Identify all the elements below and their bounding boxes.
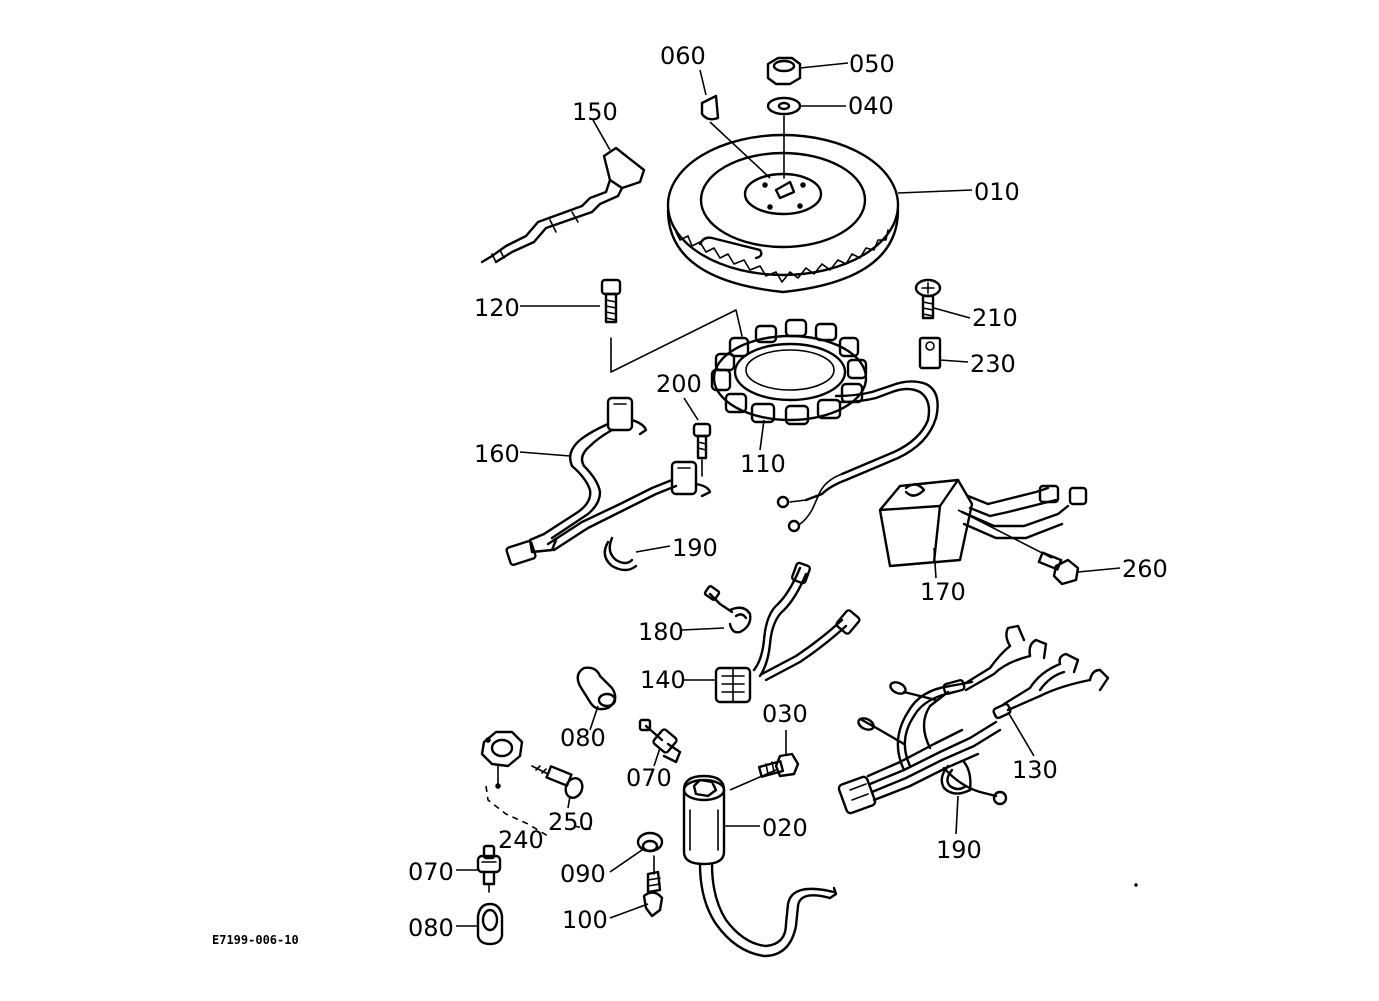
part-080-boot-upper: [576, 666, 617, 731]
part-090-ring: [609, 831, 664, 873]
label-070-lower: 070: [408, 858, 454, 886]
label-080-upper: 080: [560, 724, 606, 752]
dot-mark: [1134, 883, 1138, 887]
part-070-plug-lower: [456, 844, 502, 893]
label-040: 040: [848, 92, 894, 120]
label-080-lower: 080: [408, 914, 454, 942]
part-030-bolt: [729, 730, 800, 791]
part-110-stator: [710, 318, 939, 533]
part-250-bolt: [531, 765, 584, 809]
label-260: 260: [1122, 555, 1168, 583]
label-190-upper: 190: [672, 534, 718, 562]
label-150: 150: [572, 98, 618, 126]
label-180: 180: [638, 618, 684, 646]
label-050: 050: [849, 50, 895, 78]
label-110: 110: [740, 450, 786, 478]
label-010: 010: [974, 178, 1020, 206]
part-160-pulser-coil: [505, 396, 712, 566]
part-240-switch: [480, 730, 595, 837]
part-020-ignition-coil: [682, 774, 838, 958]
part-060-key: [699, 69, 771, 179]
label-210: 210: [972, 304, 1018, 332]
part-070-plug-upper: [638, 718, 682, 767]
label-120: 120: [474, 294, 520, 322]
part-010-flywheel: [666, 115, 973, 294]
label-250: 250: [548, 808, 594, 836]
label-230: 230: [970, 350, 1016, 378]
part-120-bolt: [520, 278, 743, 373]
label-090: 090: [560, 860, 606, 888]
part-080-boot-lower: [456, 902, 504, 946]
callout-labels: 060 050 040 150 010 120 210 230 200 160 …: [212, 42, 1168, 947]
part-130-main-harness: [837, 624, 1110, 815]
label-100: 100: [562, 906, 608, 934]
part-180-140-harness: [681, 561, 861, 704]
part-230-plate: [918, 336, 969, 370]
part-190-clamp-upper: [603, 536, 671, 572]
label-170: 170: [920, 578, 966, 606]
part-260-bolt: [1037, 551, 1121, 586]
label-030: 030: [762, 700, 808, 728]
label-060: 060: [660, 42, 706, 70]
label-130: 130: [1012, 756, 1058, 784]
part-040-washer: [766, 96, 846, 116]
label-200: 200: [656, 370, 702, 398]
label-240: 240: [498, 826, 544, 854]
label-160: 160: [474, 440, 520, 468]
part-170-regulator: [878, 478, 1088, 579]
part-210-screw: [914, 278, 971, 320]
part-100-terminal: [609, 855, 664, 919]
part-200-screw: [683, 397, 712, 477]
part-190-clamp-lower: [940, 760, 972, 835]
label-140: 140: [640, 666, 686, 694]
part-050-nut: [766, 56, 849, 86]
part-150-plug-cap: [480, 119, 646, 264]
figure-code: E7199-006-10: [212, 933, 299, 947]
label-190-lower: 190: [936, 836, 982, 864]
label-020: 020: [762, 814, 808, 842]
label-070-upper: 070: [626, 764, 672, 792]
